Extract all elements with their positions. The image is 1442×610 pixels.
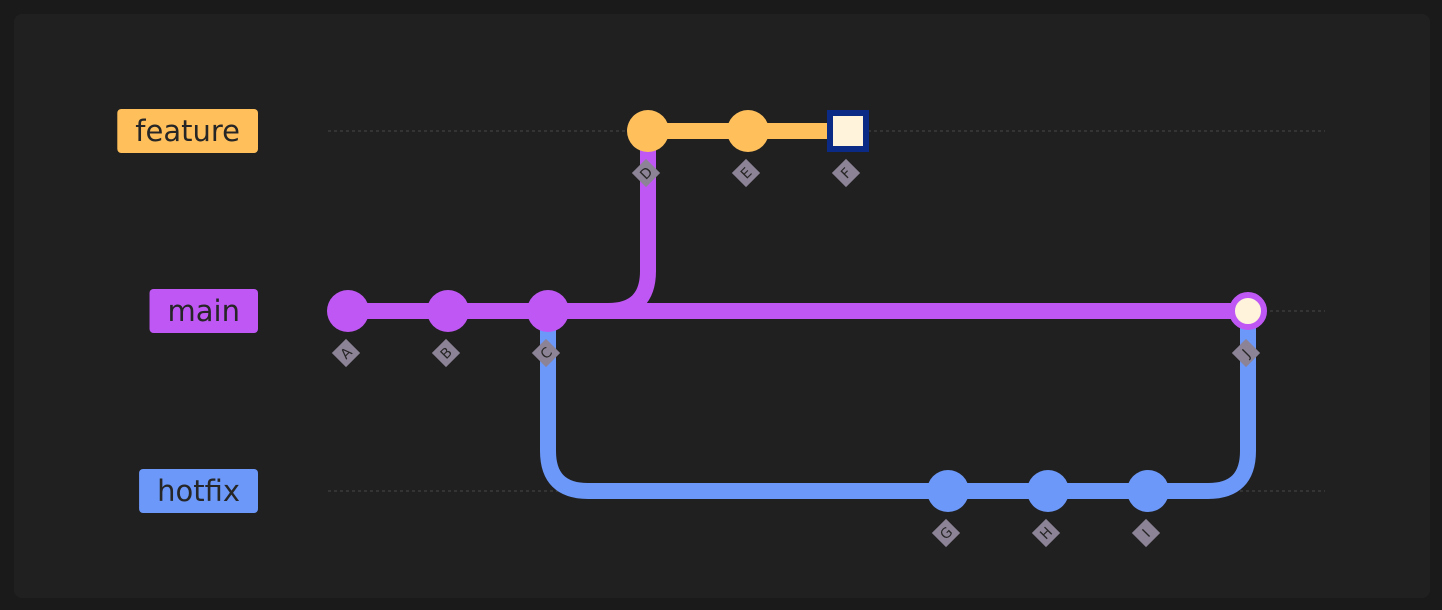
commit-node-D[interactable] bbox=[627, 110, 669, 152]
branch-label-main[interactable]: main bbox=[149, 289, 258, 333]
commit-label-box bbox=[1131, 518, 1161, 548]
commit-label-box bbox=[731, 158, 761, 188]
branch-label-text: hotfix bbox=[157, 474, 240, 508]
commit-node-C[interactable] bbox=[527, 290, 569, 332]
branch-edges bbox=[340, 123, 1256, 499]
branch-label-feature[interactable]: feature bbox=[117, 109, 258, 153]
commit-node-J[interactable] bbox=[1229, 292, 1267, 330]
commit-label-G: G bbox=[931, 518, 961, 548]
commit-label-A: A bbox=[331, 338, 361, 368]
commit-label-J: J bbox=[1231, 338, 1261, 368]
commit-node-I[interactable] bbox=[1127, 470, 1169, 512]
commit-label-H: H bbox=[1031, 518, 1061, 548]
branch-label-text: main bbox=[168, 294, 240, 328]
connector-C-D bbox=[540, 123, 656, 319]
commit-label-box bbox=[1031, 518, 1061, 548]
branch-label-box bbox=[117, 109, 258, 153]
commit-label-B: B bbox=[431, 338, 461, 368]
commit-node-G[interactable] bbox=[927, 470, 969, 512]
commit-label-box bbox=[1231, 338, 1261, 368]
commit-node-B[interactable] bbox=[427, 290, 469, 332]
branch-label-text: feature bbox=[135, 114, 240, 148]
commit-node-F[interactable] bbox=[827, 110, 869, 152]
connector-C-G bbox=[540, 303, 956, 499]
commit-node-H[interactable] bbox=[1027, 470, 1069, 512]
commit-label-box bbox=[831, 158, 861, 188]
branch-label-box bbox=[139, 469, 258, 513]
commit-label-box bbox=[531, 338, 561, 368]
commit-label-box bbox=[631, 158, 661, 188]
commit-node-E[interactable] bbox=[727, 110, 769, 152]
commit-label-box bbox=[931, 518, 961, 548]
connector-I-J bbox=[1140, 303, 1256, 499]
commit-nodes: A B C D E F G H I J bbox=[327, 110, 1267, 548]
branch-label-hotfix[interactable]: hotfix bbox=[139, 469, 258, 513]
commit-label-I: I bbox=[1131, 518, 1161, 548]
commit-node-A[interactable] bbox=[327, 290, 369, 332]
commit-label-E: E bbox=[731, 158, 761, 188]
commit-label-C: C bbox=[531, 338, 561, 368]
branch-labels: feature main hotfix bbox=[117, 109, 258, 513]
commit-label-D: D bbox=[631, 158, 661, 188]
commit-label-F: F bbox=[831, 158, 861, 188]
branch-label-box bbox=[149, 289, 258, 333]
